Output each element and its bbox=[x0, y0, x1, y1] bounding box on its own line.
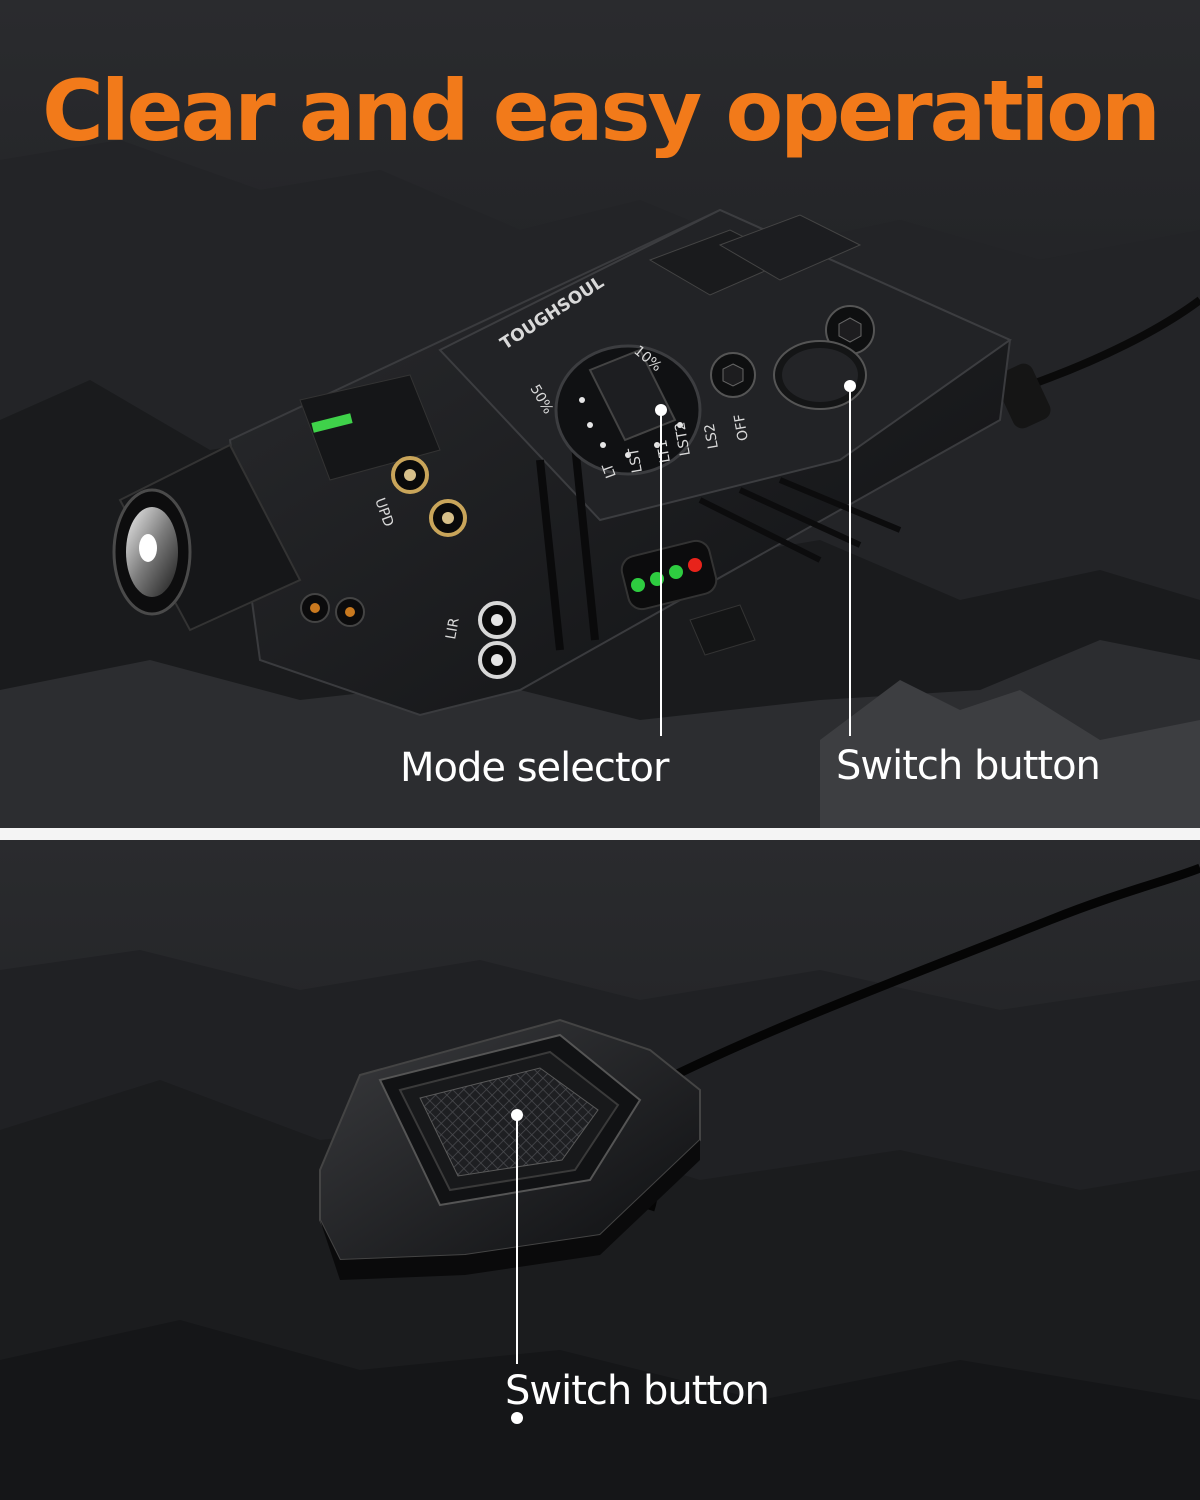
callout-dot-remote bbox=[511, 1109, 523, 1121]
flashlight-head bbox=[112, 443, 302, 632]
dial-mode-lt: LT bbox=[600, 461, 620, 480]
callout-dot-switch-top bbox=[844, 380, 856, 392]
callout-switch-button-bottom: Switch button bbox=[505, 1368, 770, 1414]
top-scene: 10% 50% LT LST LT1 LST2 LS2 OFF TOUGHSOU… bbox=[0, 0, 1200, 828]
warning-label bbox=[299, 374, 441, 481]
top-panel: 10% 50% LT LST LT1 LST2 LS2 OFF TOUGHSOU… bbox=[0, 0, 1200, 828]
mountain-highlight bbox=[820, 680, 1200, 828]
callout-dot-switch-bottom bbox=[511, 1412, 523, 1424]
upd-adjusters bbox=[391, 456, 467, 537]
switch-button-device[interactable] bbox=[773, 340, 867, 410]
callout-line-switch-top bbox=[849, 390, 851, 736]
dial-mode-lt1: LT1 bbox=[654, 438, 674, 464]
remote-cable bbox=[622, 863, 1200, 1104]
callout-switch-button-top: Switch button bbox=[836, 743, 1101, 789]
dial-mode-lst2: LST2 bbox=[672, 421, 694, 457]
indicator-led-1 bbox=[631, 578, 645, 592]
callout-mode-selector: Mode selector bbox=[400, 745, 669, 791]
indicator-led-3 bbox=[669, 565, 683, 579]
indicator-led-4 bbox=[688, 558, 702, 572]
mountain-layer-near-bottom bbox=[0, 1320, 1200, 1500]
bottom-panel: Switch button bbox=[0, 840, 1200, 1500]
dial-mode-lst: LST bbox=[626, 446, 646, 474]
laser-device: 10% 50% LT LST LT1 LST2 LS2 OFF TOUGHSOU… bbox=[112, 208, 1013, 717]
remote-switch-button[interactable] bbox=[419, 1067, 599, 1177]
battery-indicator bbox=[620, 539, 718, 611]
cable-connector bbox=[995, 363, 1051, 429]
panel-divider bbox=[0, 828, 1200, 840]
remote-pressure-switch bbox=[319, 1018, 701, 1280]
callout-line-mode bbox=[660, 414, 662, 736]
lir-adjusters bbox=[478, 601, 516, 679]
rail-mount bbox=[689, 604, 756, 656]
headline: Clear and easy operation bbox=[42, 62, 1161, 160]
dial-mode-off: OFF bbox=[731, 413, 751, 442]
dial-mode-ls2: LS2 bbox=[702, 422, 722, 450]
mode-dial[interactable] bbox=[554, 344, 702, 476]
cable bbox=[1028, 296, 1200, 389]
callout-line-remote bbox=[516, 1119, 518, 1364]
bottom-scene bbox=[0, 840, 1200, 1500]
port-label-lir: LIR bbox=[443, 616, 463, 640]
callout-dot-mode bbox=[655, 404, 667, 416]
